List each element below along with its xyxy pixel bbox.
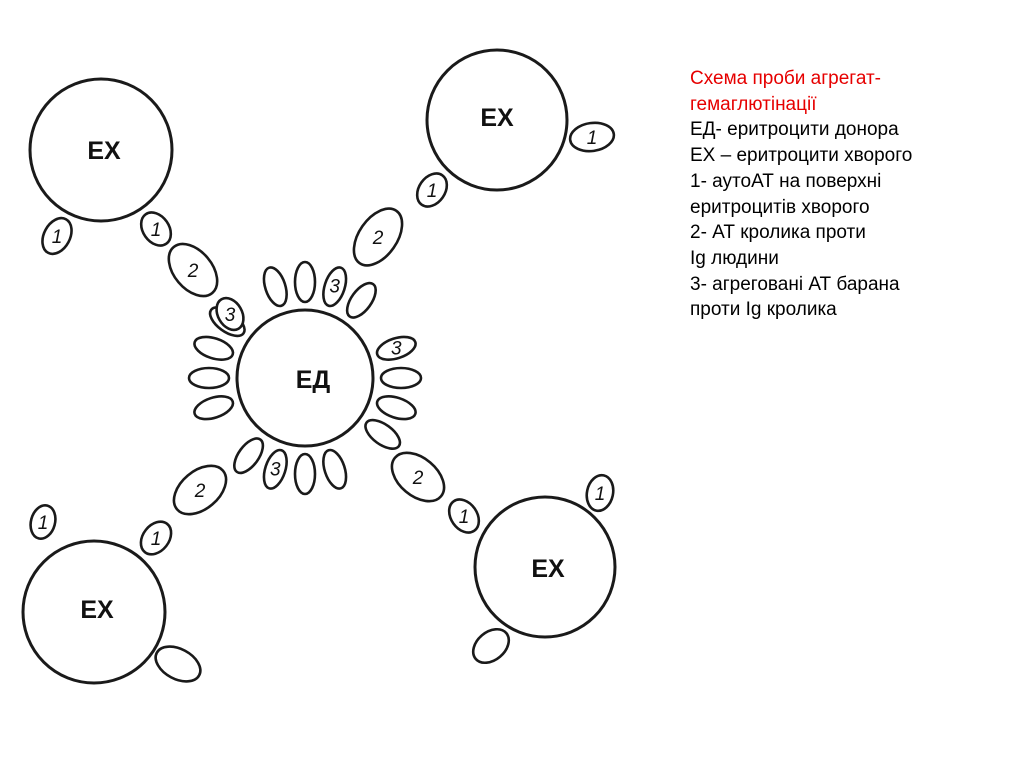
antibody-1: 1 [139, 211, 173, 247]
donor-erythrocyte-label: ЕД [296, 366, 331, 394]
aggregated-antibody [364, 418, 402, 450]
legend-item-2: 2- АТ кролика проти [690, 222, 866, 244]
autoantibody-1: 1 [585, 473, 615, 513]
aggregated-antibody: 3 [375, 335, 417, 361]
aggregated-antibody [187, 366, 231, 390]
antibody-2: 2 [172, 464, 228, 516]
arm-bottom-right: 2 1 ЕХ 1 [390, 451, 617, 665]
legend-title-line-1: Схема проби агрегат- [690, 68, 882, 89]
aggregated-antibody [322, 448, 348, 490]
autoantibody-1: 1 [41, 216, 73, 256]
svg-text:1: 1 [587, 128, 598, 149]
agglutination-diagram: 3 3 3 ЕД 3 2 1 ЕХ 1 2 [21, 48, 617, 685]
aggregated-antibody-label: 3 [270, 459, 281, 480]
svg-text:3: 3 [225, 305, 236, 326]
aggregated-antibody [375, 395, 417, 421]
antibody-1: 1 [139, 520, 173, 556]
svg-text:ЕХ: ЕХ [480, 104, 514, 132]
svg-text:2: 2 [372, 228, 384, 249]
aggregated-antibody [262, 266, 288, 308]
legend-item-3-cont: проти Ig кролика [690, 299, 837, 321]
svg-text:2: 2 [194, 481, 206, 502]
aggregated-antibody [193, 335, 235, 361]
aggregated-antibody: 3 [322, 266, 348, 308]
legend-item-ed: ЕД- еритроцити донора [690, 119, 899, 141]
aggregated-antibody [193, 395, 235, 421]
blank-antibody [471, 627, 511, 665]
patient-erythrocyte: ЕХ [21, 539, 167, 685]
aggregated-antibody-ring: 3 3 3 [187, 260, 423, 496]
aggregated-antibody-label: 3 [329, 277, 340, 298]
svg-text:1: 1 [151, 529, 162, 550]
aggregated-antibody-label: 3 [391, 338, 402, 359]
antibody-1: 1 [447, 498, 481, 534]
legend: Схема проби агрегат- гемаглютінації ЕД- … [690, 66, 1020, 323]
patient-erythrocyte: ЕХ [425, 48, 569, 192]
blank-antibody [154, 645, 202, 683]
svg-text:ЕХ: ЕХ [80, 596, 114, 624]
svg-text:2: 2 [187, 261, 199, 282]
arm-top-left: 3 2 1 ЕХ 1 [28, 77, 245, 332]
svg-text:1: 1 [52, 227, 63, 248]
svg-text:1: 1 [427, 181, 438, 202]
legend-item-ex: ЕХ – еритроцити хворого [690, 145, 913, 167]
antibody-1: 1 [415, 172, 449, 208]
donor-erythrocyte: ЕД [235, 308, 375, 448]
patient-erythrocyte: ЕХ [28, 77, 174, 223]
patient-erythrocyte: ЕХ [473, 495, 617, 639]
antibody-2: 2 [352, 207, 404, 267]
svg-text:1: 1 [38, 513, 49, 534]
svg-text:ЕХ: ЕХ [87, 137, 121, 165]
svg-text:1: 1 [595, 484, 606, 505]
svg-text:2: 2 [412, 468, 424, 489]
legend-item-3: 3- агреговані АТ барана [690, 273, 900, 295]
aggregated-antibody: 3 [262, 448, 288, 490]
legend-item-2-cont: Ig людини [690, 247, 779, 269]
aggregated-antibody [293, 452, 317, 496]
antibody-2: 2 [390, 451, 446, 503]
aggregated-antibody [345, 281, 377, 319]
legend-item-1: 1- аутоАТ на поверхні [690, 170, 882, 192]
svg-text:1: 1 [459, 507, 470, 528]
aggregated-antibody [379, 366, 423, 390]
autoantibody-1: 1 [568, 121, 616, 153]
antibody-3: 3 [215, 296, 245, 332]
arm-bottom-left: 2 1 1 ЕХ [21, 464, 228, 685]
autoantibody-1: 1 [29, 503, 57, 541]
antibody-2: 2 [167, 242, 219, 298]
aggregated-antibody [233, 437, 265, 475]
legend-title-line-2: гемаглютінації [690, 93, 817, 115]
svg-text:ЕХ: ЕХ [531, 555, 565, 583]
arm-top-right: 2 1 ЕХ 1 [352, 48, 616, 267]
legend-item-1-cont: еритроцитів хворого [690, 196, 870, 218]
aggregated-antibody [293, 260, 317, 304]
svg-text:1: 1 [151, 220, 162, 241]
